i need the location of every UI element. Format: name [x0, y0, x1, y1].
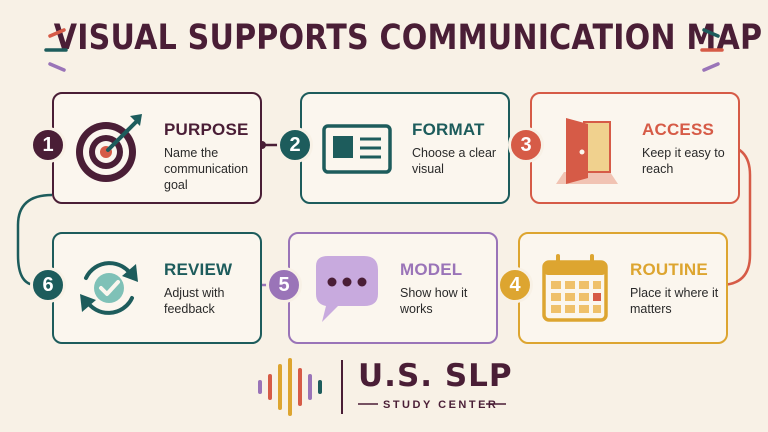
step-card-access: ACCESS Keep it easy to reach [530, 92, 740, 204]
step-heading: ROUTINE [630, 260, 708, 279]
connector-6-1 [16, 193, 53, 287]
step-card-routine: ROUTINE Place it where it matters [518, 232, 728, 344]
step-number-badge: 4 [497, 267, 533, 303]
step-number-badge: 6 [30, 267, 66, 303]
speech-bubble-icon [316, 256, 378, 322]
step-description: Show how it works [400, 286, 468, 316]
step-description: Place it where it matters [630, 286, 719, 316]
brand-name: U.S. SLP [358, 358, 513, 394]
step-number-badge: 3 [508, 127, 544, 163]
step-description: Name the communication goal [164, 146, 249, 192]
step-description: Choose a clear visual [412, 146, 497, 176]
step-card-format: FORMAT Choose a clear visual [300, 92, 510, 204]
review-cycle-icon [80, 261, 138, 315]
step-card-purpose: PURPOSE Name the communication goal [52, 92, 262, 204]
target-icon [76, 114, 142, 182]
step-heading: FORMAT [412, 120, 485, 139]
step-heading: ACCESS [642, 120, 715, 139]
sound-wave-icon [258, 358, 506, 416]
brand-subtitle: STUDY CENTER [383, 399, 499, 411]
open-door-icon [556, 118, 618, 184]
step-number-badge: 1 [30, 127, 66, 163]
visual-card-icon [322, 124, 392, 174]
step-heading: MODEL [400, 260, 463, 279]
step-number-badge: 2 [277, 127, 313, 163]
step-heading: REVIEW [164, 260, 233, 279]
step-number-badge: 5 [266, 267, 302, 303]
title-decoration [44, 28, 724, 72]
step-card-review: REVIEW Adjust with feedback [52, 232, 262, 344]
step-description: Adjust with feedback [164, 286, 225, 316]
page-title: VISUAL SUPPORTS COMMUNICATION MAP [53, 18, 763, 58]
step-description: Keep it easy to reach [642, 146, 725, 176]
step-card-model: MODEL Show how it works [288, 232, 498, 344]
calendar-icon [542, 254, 608, 322]
step-heading: PURPOSE [164, 120, 249, 139]
